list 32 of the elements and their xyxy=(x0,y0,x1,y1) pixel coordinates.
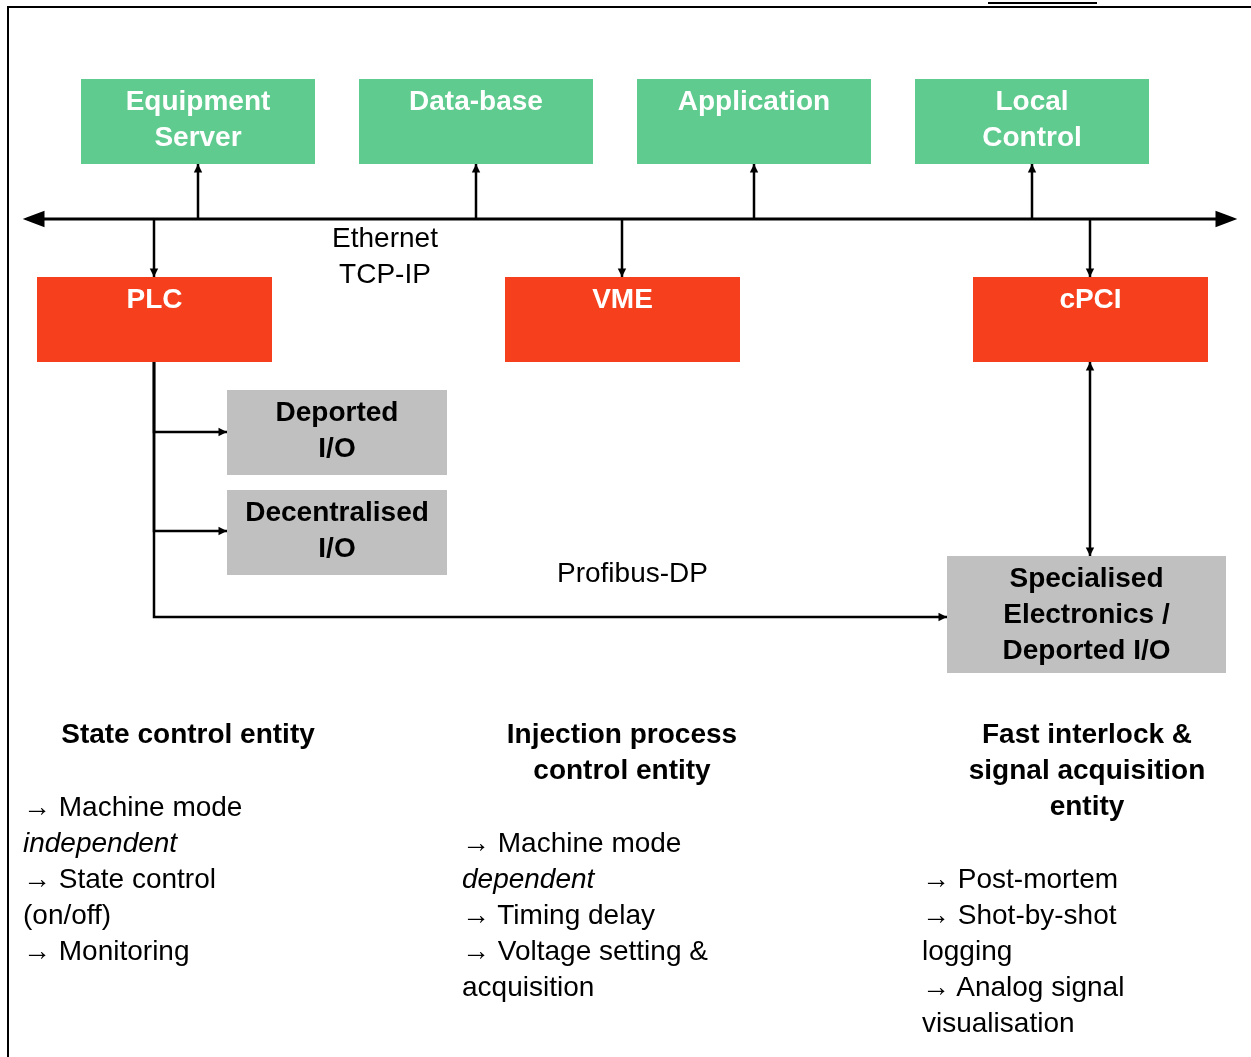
server-box: Equipment Server xyxy=(81,79,315,164)
crate-box: cPCI xyxy=(973,277,1208,362)
arrow xyxy=(193,164,203,219)
section-heading: Injection process control entity xyxy=(505,717,739,787)
arrow xyxy=(749,164,759,219)
application-box: Application xyxy=(637,79,871,164)
bullet-text: → Machine mode independent xyxy=(23,790,244,860)
bullet-text: → Voltage setting & acquisition xyxy=(462,934,709,1004)
section-heading: State control entity xyxy=(60,717,316,751)
bullet-text: → Timing delay xyxy=(462,898,656,932)
arrow xyxy=(1027,164,1037,219)
arrow xyxy=(617,219,627,277)
bullet-text: → Post-mortem xyxy=(922,862,1120,896)
arrow xyxy=(471,164,481,219)
bus-label: Ethernet TCP-IP xyxy=(331,221,439,291)
section-heading: Fast interlock & signal acquisition entity xyxy=(967,717,1207,823)
crate-box: VME xyxy=(505,277,740,362)
bullet-text: → Shot-by-shot logging xyxy=(922,898,1118,968)
controller-box: PLC xyxy=(37,277,272,362)
arrow xyxy=(1085,219,1095,277)
control-box: Local Control xyxy=(915,79,1149,164)
io-box: Deported I/O xyxy=(227,390,447,475)
arrow xyxy=(1085,362,1095,556)
io-box: Decentralised I/O xyxy=(227,490,447,575)
database-box: Data-base xyxy=(359,79,593,164)
bullet-text: → Machine mode dependent xyxy=(462,826,683,896)
bullet-text: → State control (on/off) xyxy=(23,862,217,932)
arrow xyxy=(152,362,947,622)
bullet-text: → Monitoring xyxy=(23,934,191,968)
arrow xyxy=(149,219,159,277)
electronics-box: Specialised Electronics / Deported I/O xyxy=(947,556,1226,673)
bullet-text: → Analog signal visualisation xyxy=(922,970,1126,1040)
